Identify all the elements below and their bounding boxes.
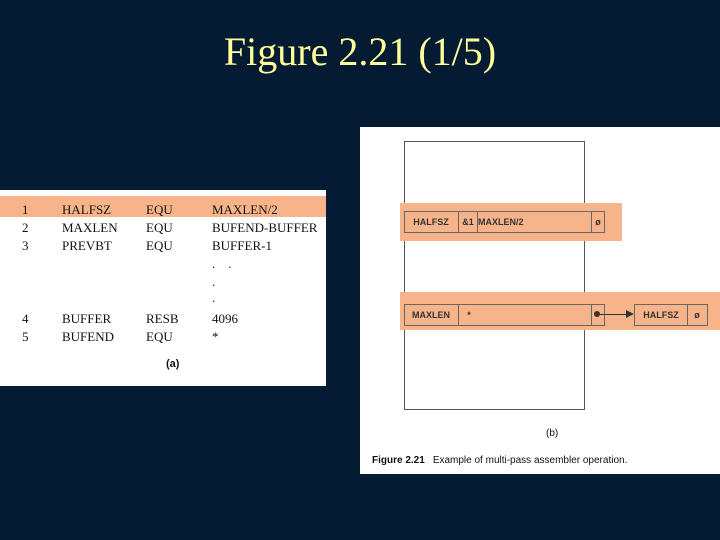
code-label: HALFSZ bbox=[62, 202, 112, 217]
highlight-row-1 bbox=[0, 196, 326, 217]
entry-halfsz-linked-ptr: ø bbox=[694, 310, 700, 320]
highlight-band-1 bbox=[400, 203, 622, 241]
entry-halfsz-flag: &1 bbox=[462, 217, 474, 227]
highlight-band-2 bbox=[400, 292, 720, 330]
entry-maxlen-flag: * bbox=[467, 310, 471, 320]
symbol-table-box bbox=[404, 141, 585, 410]
code-operand: . bbox=[212, 290, 216, 305]
entry-maxlen-name: MAXLEN bbox=[412, 310, 450, 320]
code-opcode: EQU bbox=[146, 220, 173, 235]
entry-halfsz-linked: HALFSZ ø bbox=[634, 304, 708, 326]
code-row: 4 BUFFER RESB 4096 bbox=[0, 311, 326, 329]
entry-halfsz-expr: MAXLEN/2 bbox=[478, 217, 524, 227]
code-row: 5 BUFEND EQU * bbox=[0, 329, 326, 347]
code-row: 2 MAXLEN EQU BUFEND-BUFFER bbox=[0, 220, 326, 238]
code-row: . . bbox=[0, 256, 326, 274]
line-number: 1 bbox=[22, 202, 29, 217]
code-operand: BUFEND-BUFFER bbox=[212, 220, 318, 235]
code-row: 3 PREVBT EQU BUFFER-1 bbox=[0, 238, 326, 256]
panel-a-caption: (a) bbox=[166, 358, 180, 370]
code-row: . bbox=[0, 290, 326, 308]
code-row: 1 HALFSZ EQU MAXLEN/2 bbox=[0, 202, 326, 220]
code-label: BUFFER bbox=[62, 311, 112, 326]
panel-b-caption: (b) bbox=[546, 428, 559, 439]
entry-halfsz-ptr: ø bbox=[595, 217, 601, 227]
pointer-dot bbox=[594, 311, 600, 317]
figure-caption: Figure 2.21 Example of multi-pass assembl… bbox=[372, 455, 627, 466]
code-label: PREVBT bbox=[62, 238, 112, 253]
panel-a-code-listing: 1 HALFSZ EQU MAXLEN/2 2 MAXLEN EQU BUFEND-BUFFE… bbox=[0, 190, 326, 386]
code-operand: . . bbox=[212, 256, 232, 271]
code-opcode: EQU bbox=[146, 238, 173, 253]
code-opcode: EQU bbox=[146, 202, 173, 217]
line-number: 4 bbox=[22, 311, 29, 326]
line-number: 3 bbox=[22, 238, 29, 253]
code-label: MAXLEN bbox=[62, 220, 118, 235]
code-opcode: EQU bbox=[146, 329, 173, 344]
code-opcode: RESB bbox=[146, 311, 179, 326]
entry-halfsz-linked-name: HALFSZ bbox=[643, 310, 679, 320]
slide-title: Figure 2.21 (1/5) bbox=[223, 29, 497, 74]
code-operand: 4096 bbox=[212, 311, 238, 326]
entry-halfsz-name: HALFSZ bbox=[413, 217, 449, 227]
entry-maxlen: MAXLEN * bbox=[404, 304, 605, 326]
code-label: BUFEND bbox=[62, 329, 115, 344]
pointer-arrow-head bbox=[626, 310, 634, 318]
code-operand: . bbox=[212, 274, 216, 289]
code-operand: MAXLEN/2 bbox=[212, 202, 278, 217]
figure-caption-text: Example of multi-pass assembler operatio… bbox=[432, 455, 628, 466]
code-row: . bbox=[0, 274, 326, 292]
line-number: 5 bbox=[22, 329, 29, 344]
figure-caption-number: Figure 2.21 bbox=[372, 455, 425, 466]
code-operand: * bbox=[212, 329, 219, 344]
code-operand: BUFFER-1 bbox=[212, 238, 272, 253]
line-number: 2 bbox=[22, 220, 29, 235]
pointer-arrow-line bbox=[598, 314, 628, 315]
entry-halfsz: HALFSZ &1 MAXLEN/2 ø bbox=[404, 211, 605, 233]
panel-b-symbol-table: HALFSZ &1 MAXLEN/2 ø MAXLEN * HALFSZ ø (… bbox=[360, 127, 720, 474]
